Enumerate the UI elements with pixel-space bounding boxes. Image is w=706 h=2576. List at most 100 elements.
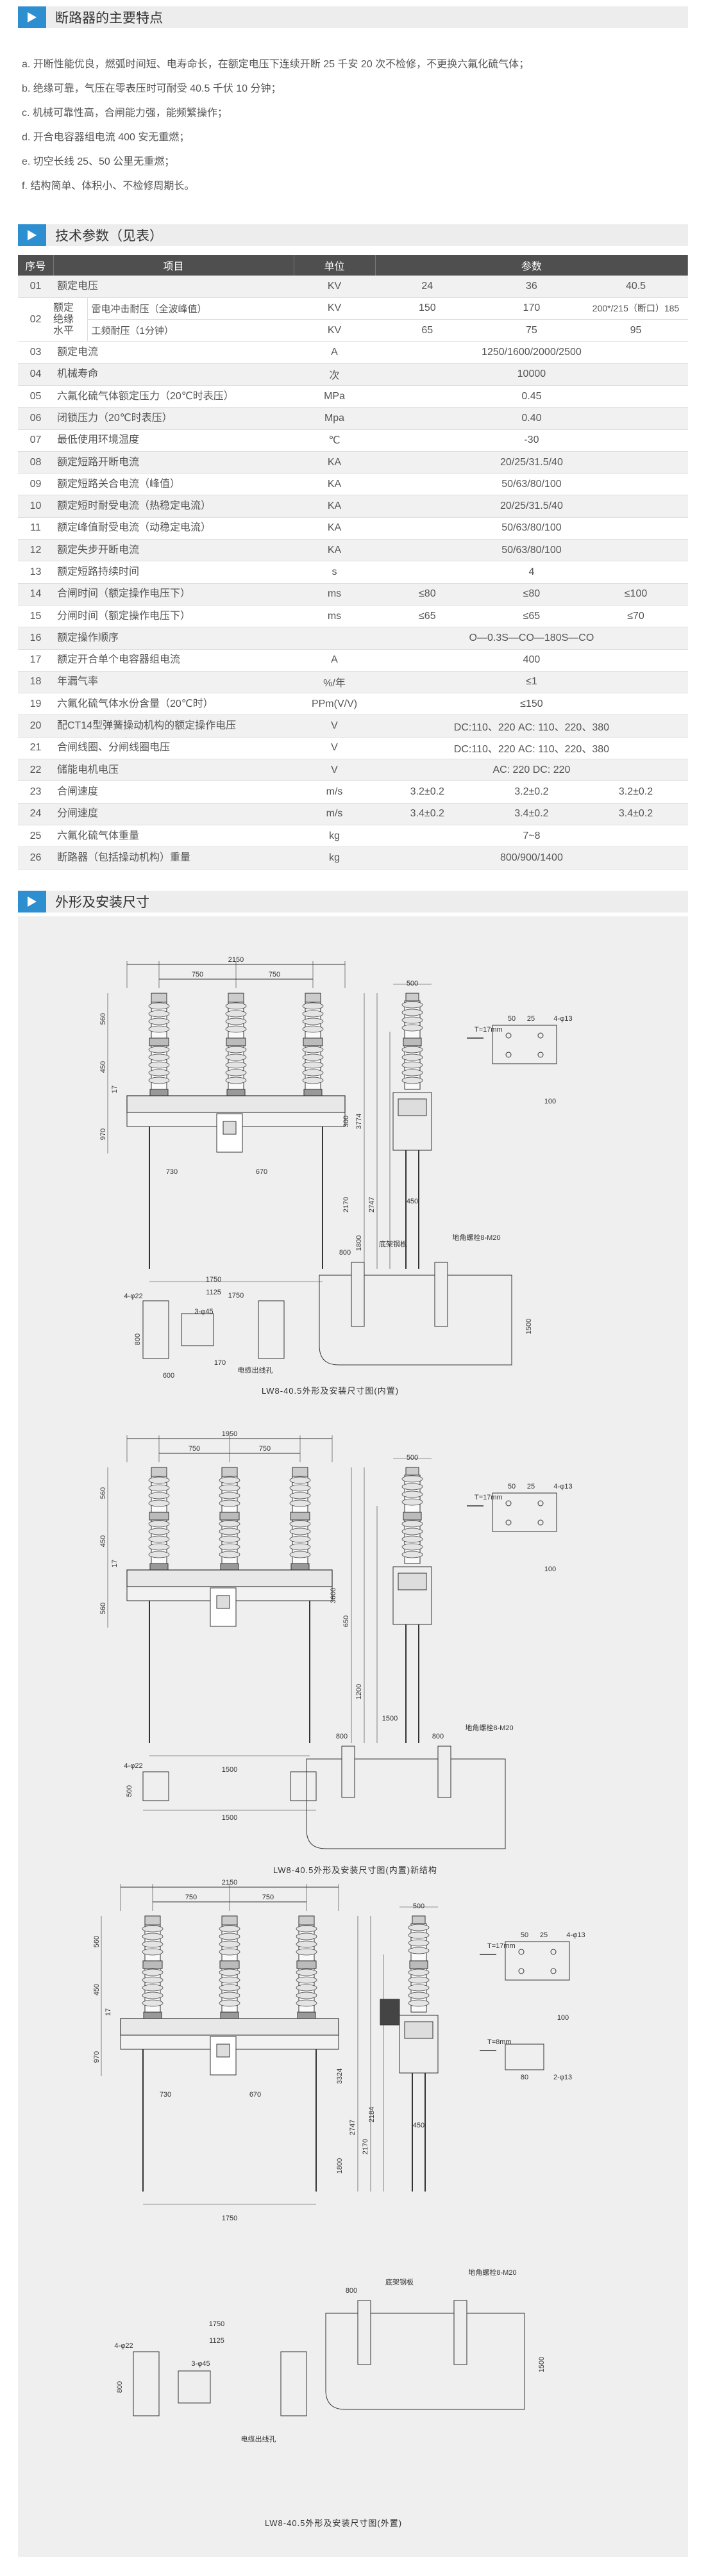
dimension-label: 750 — [192, 971, 203, 978]
insulator-shed — [302, 1061, 324, 1069]
row-unit: ℃ — [294, 429, 376, 452]
insulator-shed — [401, 1009, 423, 1016]
insulator-shed — [219, 1543, 240, 1551]
row-unit: MPa — [294, 385, 376, 408]
insulator-shed — [408, 1924, 430, 1931]
row-value: 50/63/80/100 — [375, 473, 688, 496]
dimension-label: 730 — [166, 1168, 178, 1176]
dimension-label: 560 — [99, 1013, 107, 1025]
dimension-label: 1125 — [206, 1289, 221, 1296]
drawing-shape — [126, 1569, 333, 1587]
insulator-shed — [148, 1061, 170, 1069]
header-unit: 单位 — [294, 255, 376, 276]
row-item: 额定电压 — [53, 276, 294, 298]
insulator-shed — [219, 1492, 240, 1499]
dimension-label: 17 — [105, 2008, 112, 2016]
insulator-shed — [148, 1520, 170, 1528]
insulator-shed — [296, 1992, 317, 1999]
row-value: 0.40 — [375, 407, 688, 430]
row-unit: m/s — [294, 803, 376, 825]
dimension-label: 1500 — [222, 1766, 237, 1774]
insulator-shed — [408, 1939, 430, 1947]
dimension-label: 电缆出线孔 — [241, 2434, 276, 2443]
row-value-24kv: ≤65 — [375, 605, 480, 628]
insulator-shed — [401, 1551, 423, 1558]
dimension-label: 1750 — [206, 1276, 221, 1284]
insulator-shed — [302, 1002, 324, 1010]
drawing-shape — [120, 2018, 339, 2036]
drawing-shape — [437, 1746, 451, 1798]
row-item: 工频耐压（1分钟） — [87, 319, 294, 342]
drawing-shape — [149, 1563, 169, 1571]
row-value-40kv: 95 — [584, 319, 688, 342]
drawing-shape — [223, 1121, 237, 1135]
foundation-outline — [306, 1758, 506, 1849]
drawing-shape — [492, 1492, 557, 1532]
dimension-label: 2170 — [342, 1197, 350, 1212]
row-no: 23 — [18, 780, 53, 804]
drawing-shape — [297, 2011, 316, 2019]
insulator-shed — [148, 1025, 170, 1033]
insulator-shed — [148, 1002, 170, 1010]
row-value-40kv: 200*/215（断口）185 — [584, 297, 688, 320]
insulator-shed — [302, 1069, 324, 1077]
insulator-shed — [408, 1976, 430, 1984]
row-unit — [294, 627, 376, 650]
insulator-shed — [225, 1061, 247, 1069]
row-item: 额定失步开断电流 — [53, 539, 294, 562]
row-unit: %/年 — [294, 671, 376, 694]
dimension-label: 450 — [99, 1061, 107, 1073]
insulator-shed — [148, 1528, 170, 1535]
row-value-36kv: 3.2±0.2 — [479, 780, 584, 804]
insulator-shed — [148, 1046, 170, 1053]
dimension-label: 3-φ45 — [194, 1308, 213, 1316]
insulator-shed — [219, 1551, 240, 1558]
dimension-label: 1750 — [222, 2215, 237, 2222]
row-value: 0.45 — [375, 385, 688, 408]
insulator-shed — [219, 1948, 240, 1956]
dimension-label: 50 — [508, 1015, 516, 1023]
dimension-label: 450 — [413, 2122, 424, 2129]
section-title: 断路器的主要特点 — [55, 11, 163, 26]
insulator-shed — [302, 1025, 324, 1033]
row-item: 六氟化硫气体重量 — [53, 825, 294, 848]
row-value: ≤1 — [375, 671, 688, 694]
row-value-36kv: 170 — [479, 297, 584, 320]
insulator-shed — [296, 1940, 317, 1948]
row-value-36kv: 3.4±0.2 — [479, 803, 584, 825]
dimension-label: 500 — [126, 1785, 133, 1797]
drawing-shape — [221, 1467, 238, 1477]
bolt-hole — [550, 1968, 557, 1974]
dimension-label: T=8mm — [487, 2038, 512, 2046]
insulator-shed — [219, 1535, 240, 1543]
drawing-shape — [220, 2011, 239, 2019]
dimension-label: 1750 — [209, 2320, 224, 2328]
drawing-shape — [453, 2300, 467, 2365]
insulator-shed — [219, 1999, 240, 2007]
insulator-shed — [225, 1010, 247, 1018]
section-header-drawings: 外形及安装尺寸 — [18, 891, 688, 912]
insulator-shed — [142, 1999, 164, 2007]
drawing-shape — [505, 2043, 544, 2070]
insulator-shed — [219, 1992, 240, 1999]
insulator-shed — [401, 1535, 423, 1543]
row-no: 04 — [18, 363, 53, 386]
row-value: ≤150 — [375, 693, 688, 716]
drawing-shape — [280, 2351, 307, 2416]
insulator-shed — [401, 1069, 423, 1077]
row-item: 闭锁压力（20℃时表压） — [53, 407, 294, 430]
insulator-shed — [289, 1492, 311, 1499]
dimension-label: 800 — [339, 1249, 351, 1257]
insulator-shed — [401, 1001, 423, 1009]
row-item: 额定短路开断电流 — [53, 451, 294, 474]
drawing-shape — [142, 1771, 169, 1801]
drawing-shape — [149, 1037, 169, 1046]
drawing-shape — [181, 1313, 214, 1346]
